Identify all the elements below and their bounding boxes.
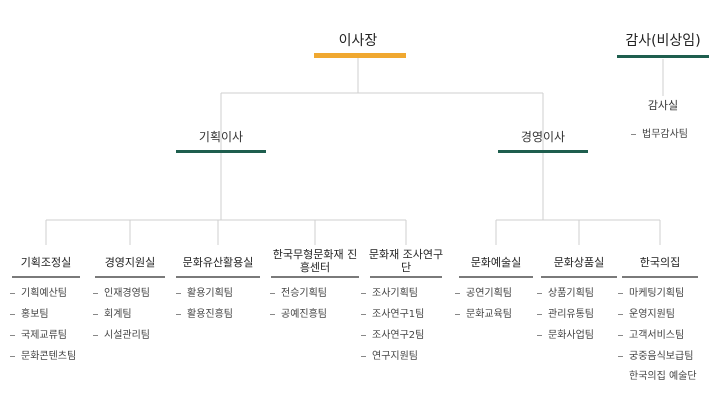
unit-team-list: 마케팅기획팀 운영지원팀 고객서비스팀 궁중음식보급팀 한국의집 예술단 — [618, 287, 718, 390]
team-item: 법무감사팀 — [631, 128, 688, 142]
unit-label: 한국무형문화재 진흥센터 — [272, 248, 358, 274]
chairman-bar — [314, 53, 406, 58]
unit-label: 문화상품실 — [553, 256, 605, 269]
team-item: 연구지원팀 — [361, 350, 424, 364]
unit-team-list: 전승기획팀 공예진흥팀 — [270, 287, 327, 329]
team-item: 조사기획팀 — [361, 287, 424, 301]
audit-team-list: 법무감사팀 — [631, 128, 688, 149]
team-item: 궁중음식보급팀 — [618, 350, 718, 364]
unit-bar — [12, 276, 80, 278]
unit-bar — [271, 276, 359, 278]
unit-team-list: 활용기획팀 활용진흥팀 — [176, 287, 233, 329]
unit-label: 문화유산활용실 — [182, 256, 254, 269]
unit-bar — [370, 276, 442, 278]
unit-team-list: 조사기획팀 조사연구1팀 조사연구2팀 연구지원팀 — [361, 287, 424, 371]
team-item: 인재경영팀 — [93, 287, 150, 301]
team-item: 활용기획팀 — [176, 287, 233, 301]
unit-bar — [459, 276, 533, 278]
team-item: 조사연구1팀 — [361, 308, 424, 322]
unit-bar — [541, 276, 617, 278]
unit-team-list: 인재경영팀 회계팀 시설관리팀 — [93, 287, 150, 350]
chairman-label: 이사장 — [338, 33, 378, 49]
team-item: 시설관리팀 — [93, 329, 150, 343]
audit-office-label: 감사실 — [647, 99, 679, 112]
unit-bar — [622, 276, 698, 278]
header-bars — [12, 53, 709, 278]
connector-lines — [45, 58, 664, 245]
director-management-label: 경영이사 — [520, 130, 566, 144]
auditor-bar — [617, 55, 709, 58]
team-item: 운영지원팀 — [618, 308, 718, 322]
director-bar — [498, 150, 588, 153]
team-item: 한국의집 예술단 — [629, 371, 697, 382]
team-item: 전승기획팀 — [270, 287, 327, 301]
team-item: 홍보팀 — [10, 308, 76, 322]
unit-team-list: 기획예산팀 홍보팀 국제교류팀 문화콘텐츠팀 — [10, 287, 76, 371]
team-item: 회계팀 — [93, 308, 150, 322]
director-planning-label: 기획이사 — [198, 130, 244, 144]
unit-bar — [95, 276, 165, 278]
team-item: 문화교육팀 — [455, 308, 512, 322]
team-item: 국제교류팀 — [10, 329, 76, 343]
unit-label: 문화재 조사연구단 — [368, 248, 444, 274]
team-item: 활용진흥팀 — [176, 308, 233, 322]
director-bar — [176, 150, 266, 153]
unit-label: 기획조정실 — [20, 256, 72, 269]
team-item: 상품기획팀 — [537, 287, 594, 301]
team-item: 기획예산팀 — [10, 287, 76, 301]
team-item: 관리유통팀 — [537, 308, 594, 322]
unit-label: 경영지원실 — [104, 256, 156, 269]
unit-bar — [176, 276, 260, 278]
team-item: 고객서비스팀 — [618, 329, 718, 343]
team-item: 문화콘텐츠팀 — [10, 350, 76, 364]
auditor-label: 감사(비상임) — [625, 33, 701, 49]
unit-team-list: 상품기획팀 관리유통팀 문화사업팀 — [537, 287, 594, 350]
unit-team-list: 공연기획팀 문화교육팀 — [455, 287, 512, 329]
team-item: 마케팅기획팀 — [618, 287, 718, 301]
team-item: 문화사업팀 — [537, 329, 594, 343]
team-item: 공연기획팀 — [455, 287, 512, 301]
unit-label: 한국의집 — [639, 256, 681, 269]
team-item: 조사연구2팀 — [361, 329, 424, 343]
team-item: 공예진흥팀 — [270, 308, 327, 322]
unit-label: 문화예술실 — [470, 256, 522, 269]
